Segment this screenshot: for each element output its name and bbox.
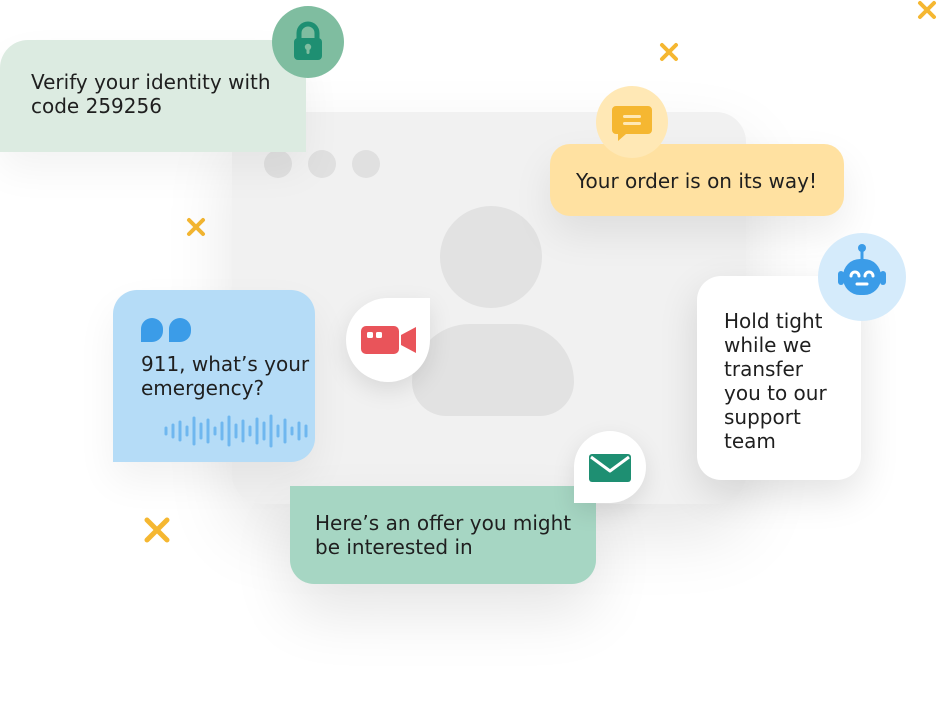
avatar-head	[440, 206, 542, 308]
support-transfer-text: Hold tight while we transfer you to our …	[724, 309, 827, 453]
lock-icon	[294, 21, 322, 60]
order-message-bubble: Your order is on its way!	[550, 144, 844, 216]
emergency-message-text: 911, what’s your emergency?	[141, 352, 310, 400]
cross-icon	[660, 43, 678, 61]
cross-icon	[144, 517, 170, 543]
window-control-dot	[308, 150, 336, 178]
window-control-dot	[264, 150, 292, 178]
cross-icon	[187, 218, 205, 236]
avatar-body	[412, 324, 574, 416]
video-call-badge	[346, 298, 430, 382]
order-message-text: Your order is on its way!	[576, 169, 817, 193]
chat-bubble-icon-badge	[596, 86, 668, 158]
verify-message-text: Verify your identity with code 259256	[31, 70, 271, 118]
emergency-message-bubble: 911, what’s your emergency?	[113, 290, 315, 462]
video-camera-icon	[361, 326, 416, 354]
sound-wave-icon	[164, 414, 308, 448]
cross-icon	[918, 1, 936, 19]
window-control-dot	[352, 150, 380, 178]
quote-icon	[141, 318, 191, 342]
envelope-icon	[589, 454, 631, 482]
offer-message-bubble: Here’s an offer you might be interested …	[290, 486, 596, 584]
envelope-icon-badge	[574, 431, 646, 503]
robot-icon	[838, 244, 886, 295]
robot-icon-badge	[818, 233, 906, 321]
lock-icon-badge	[272, 6, 344, 78]
offer-message-text: Here’s an offer you might be interested …	[315, 511, 572, 559]
verify-message-bubble: Verify your identity with code 259256	[0, 40, 306, 152]
chat-bubble-icon	[612, 106, 652, 141]
